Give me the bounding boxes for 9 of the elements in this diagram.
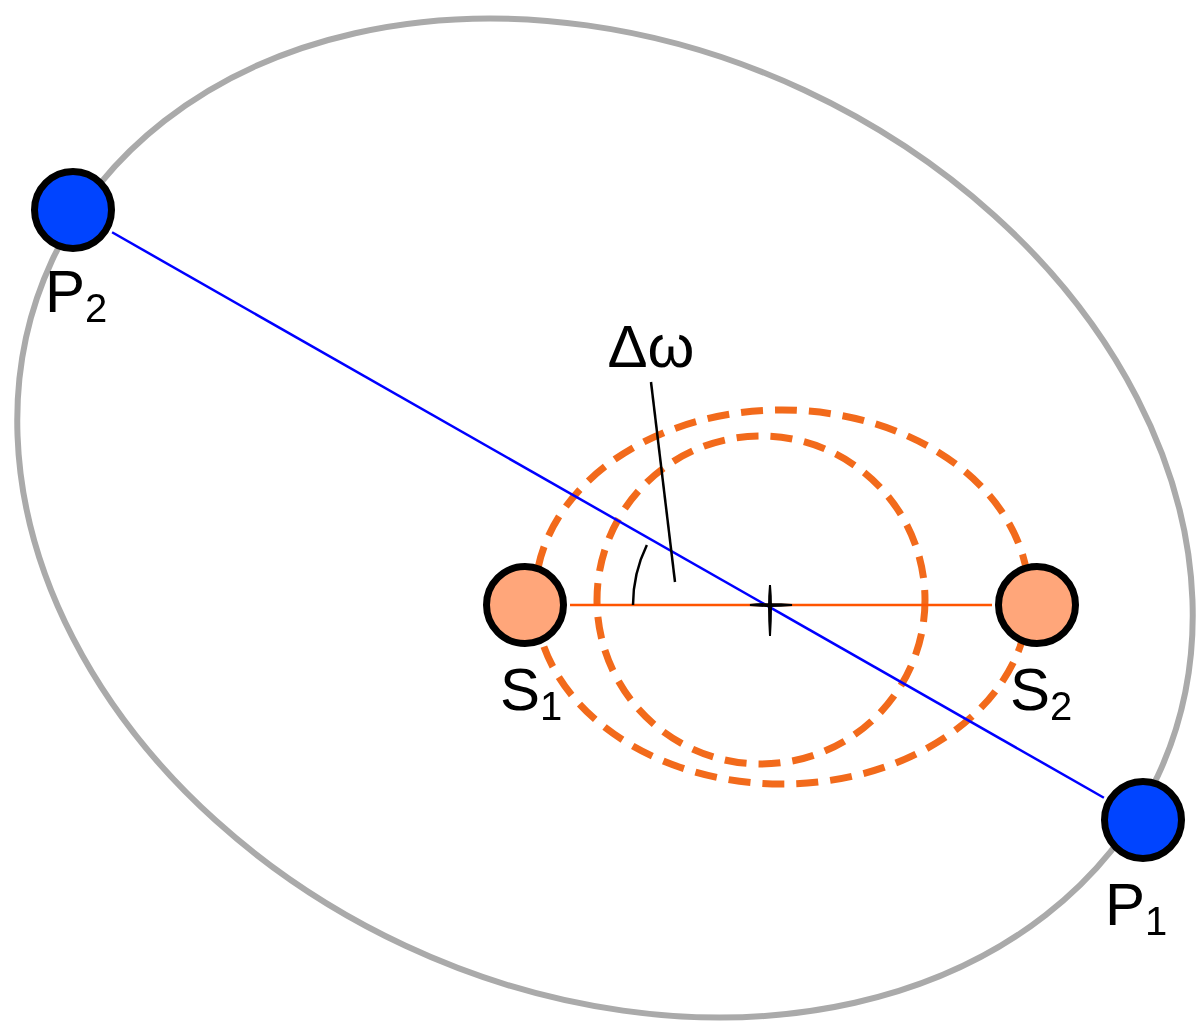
body-label: P$_{2}$ bbox=[45, 262, 108, 328]
angle-label: Δω bbox=[592, 312, 710, 382]
connecting-line bbox=[111, 231, 1105, 799]
angle-arc bbox=[631, 544, 649, 606]
body-label: P$_{1}$ bbox=[1105, 875, 1168, 941]
body-label: S$_{1}$ bbox=[500, 660, 563, 726]
body-label: S$_{2}$ bbox=[1010, 660, 1073, 726]
leader-line bbox=[649, 381, 677, 583]
connecting-line bbox=[570, 603, 992, 607]
